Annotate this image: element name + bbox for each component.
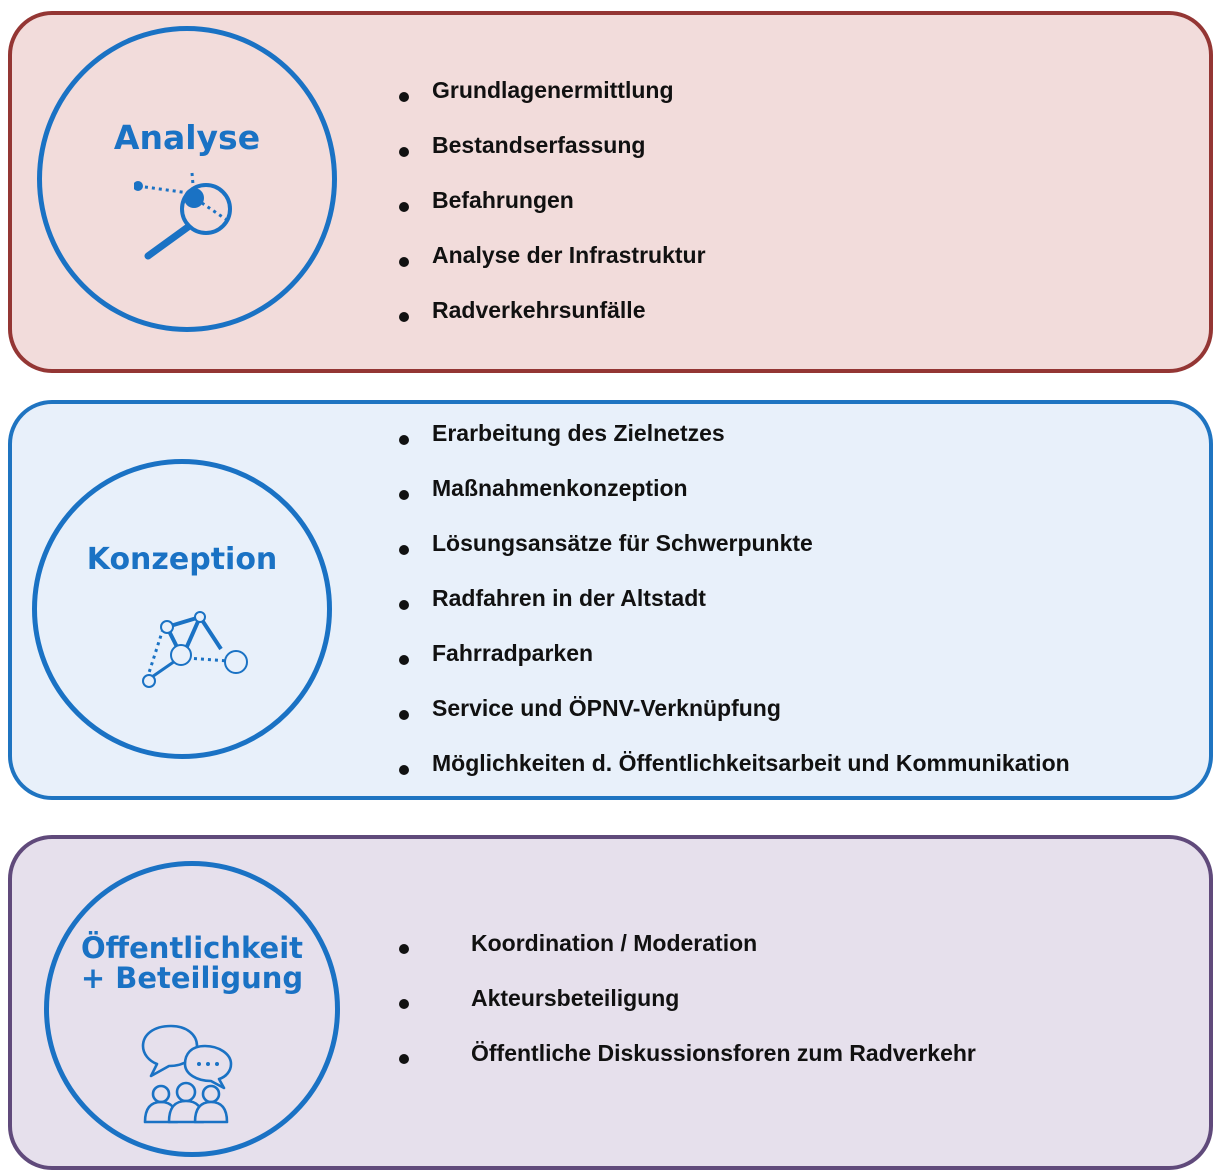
beteiligung-title-line2: + Beteiligung [80,961,304,996]
konzeption-title: Konzeption [86,542,278,577]
list-item: Bestandserfassung [399,124,706,179]
konzeption-panel: Konzeption Erarbeitung des Zielnetzes Ma… [8,400,1213,800]
beteiligung-title-line1: Öffentlichkeit [80,931,304,965]
list-item: Service und ÖPNV-Verknüpfung [399,687,1070,742]
beteiligung-circle: Öffentlichkeit + Beteiligung [44,861,340,1157]
list-item: Maßnahmenkonzeption [399,467,1070,522]
list-item: Grundlagenermittlung [399,69,706,124]
magnifier-network-icon [134,172,232,260]
list-item: Koordination / Moderation [399,921,976,976]
list-item: Befahrungen [399,179,706,234]
beteiligung-list: Koordination / Moderation Akteursbeteili… [399,921,976,1086]
konzeption-list: Erarbeitung des Zielnetzes Maßnahmenkonz… [399,412,1070,797]
beteiligung-title: Öffentlichkeit + Beteiligung [35,933,349,994]
list-item: Möglichkeiten d. Öffentlichkeitsarbeit u… [399,742,1070,797]
speech-bubbles-people-icon [141,1024,233,1124]
list-item: Lösungsansätze für Schwerpunkte [399,522,1070,577]
list-item: Öffentliche Diskussionsforen zum Radverk… [399,1031,976,1086]
list-item: Fahrradparken [399,632,1070,687]
network-nodes-icon [142,611,248,688]
list-item: Radverkehrsunfälle [399,289,706,344]
beteiligung-panel: Öffentlichkeit + Beteiligung Koordinatio… [8,835,1213,1170]
konzeption-circle: Konzeption [32,459,332,759]
analyse-list: Grundlagenermittlung Bestandserfassung B… [399,69,706,344]
analyse-title: Analyse [113,118,261,157]
list-item: Analyse der Infrastruktur [399,234,706,289]
list-item: Akteursbeteiligung [399,976,976,1031]
analyse-panel: Analyse Grundlagenermittlung Bestandserf… [8,11,1213,373]
list-item: Erarbeitung des Zielnetzes [399,412,1070,467]
list-item: Radfahren in der Altstadt [399,577,1070,632]
analyse-circle: Analyse [37,26,337,332]
